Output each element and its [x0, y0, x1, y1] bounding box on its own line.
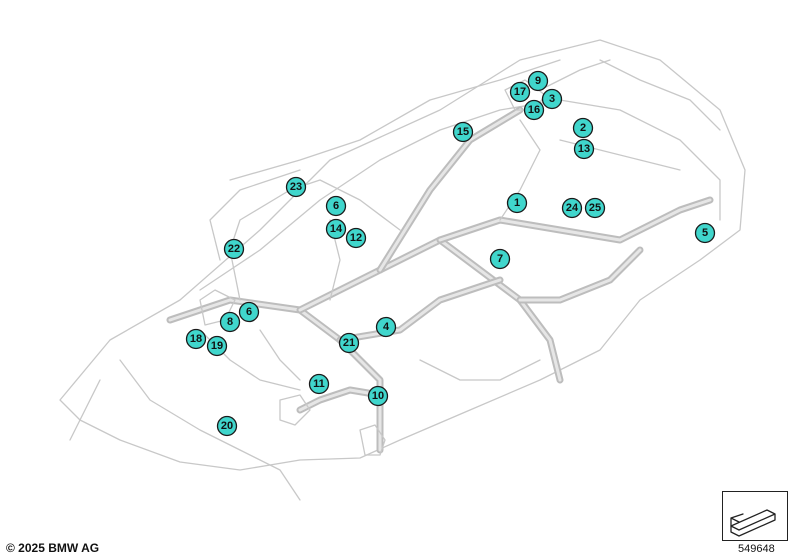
callout-label: 15 — [457, 126, 469, 138]
callout-label: 1 — [514, 197, 520, 209]
callout-label: 16 — [528, 104, 540, 116]
callout-14: 14 — [325, 218, 347, 240]
diagram-id: 549648 — [738, 543, 775, 555]
callout-23: 21 — [338, 332, 360, 354]
orientation-icon — [722, 491, 788, 541]
callout-label: 12 — [350, 232, 362, 244]
callout-5: 2 — [572, 117, 594, 139]
callout-3: 3 — [541, 88, 563, 110]
copyright-notice: © 2025 BMW AG — [6, 541, 100, 555]
callout-2: 17 — [509, 81, 531, 103]
callout-13: 5 — [694, 222, 716, 244]
callout-label: 21 — [343, 337, 355, 349]
callout-label: 6 — [333, 200, 339, 212]
callout-26: 20 — [216, 415, 238, 437]
callout-15: 12 — [345, 227, 367, 249]
callout-20: 8 — [219, 311, 241, 333]
callout-label: 18 — [190, 333, 202, 345]
callout-18: 6 — [238, 301, 260, 323]
callout-label: 10 — [372, 390, 384, 402]
callout-10: 24 — [561, 197, 583, 219]
callout-label: 20 — [221, 420, 233, 432]
callout-label: 11 — [313, 378, 325, 390]
callout-9: 1 — [506, 192, 528, 214]
callout-label: 22 — [228, 243, 240, 255]
callout-label: 5 — [702, 227, 708, 239]
callout-label: 4 — [383, 321, 390, 333]
callout-label: 3 — [549, 93, 555, 105]
callout-label: 8 — [227, 316, 233, 328]
callout-17: 7 — [489, 248, 511, 270]
callout-label: 19 — [211, 340, 223, 352]
callout-label: 24 — [566, 202, 579, 214]
callout-19: 4 — [375, 316, 397, 338]
arrow-icon — [730, 509, 776, 537]
callout-22: 19 — [206, 335, 228, 357]
callout-label: 14 — [330, 223, 343, 235]
callout-16: 22 — [223, 238, 245, 260]
callout-label: 13 — [578, 143, 590, 155]
callout-8: 23 — [285, 176, 307, 198]
callout-24: 11 — [308, 373, 330, 395]
harness-drawing — [59, 39, 746, 501]
callout-7: 13 — [573, 138, 595, 160]
callout-11: 25 — [584, 197, 606, 219]
callout-label: 25 — [589, 202, 601, 214]
callout-label: 17 — [514, 86, 526, 98]
callout-label: 2 — [580, 122, 586, 134]
callout-4: 16 — [523, 99, 545, 121]
callout-12: 6 — [325, 195, 347, 217]
callout-label: 7 — [497, 253, 503, 265]
callout-21: 18 — [185, 328, 207, 350]
callout-25: 10 — [367, 385, 389, 407]
callout-6: 15 — [452, 121, 474, 143]
callout-label: 6 — [246, 306, 252, 318]
callout-1: 9 — [527, 70, 549, 92]
callout-label: 23 — [290, 181, 302, 193]
callout-label: 9 — [535, 75, 541, 87]
